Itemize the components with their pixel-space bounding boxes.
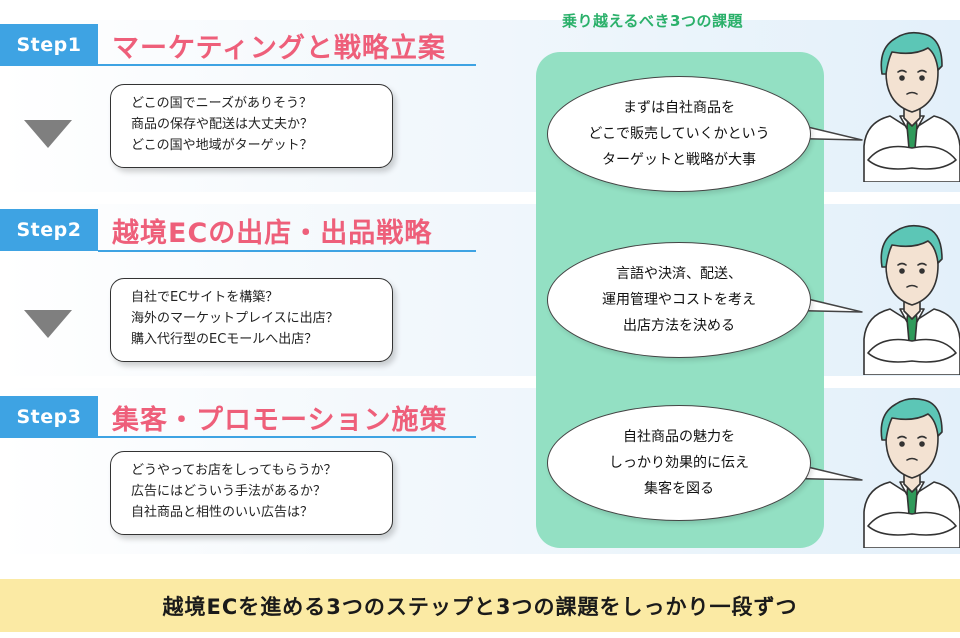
step1-question-2: 商品の保存や配送は大丈夫か？ (131, 117, 314, 132)
step3-question-3: 自社商品と相性のいい広告は？ (131, 505, 314, 520)
step2-question-2: 海外のマーケットプレイスに出店？ (131, 311, 339, 326)
challenges-title: 乗り越えるべき3つの課題 (562, 12, 743, 30)
step1-question-3: どこの国や地域がターゲット？ (131, 138, 313, 153)
challenge3-line-1: 自社商品の魅力を (623, 429, 735, 445)
step3-title: 集客・プロモーション施策 (112, 405, 448, 436)
challenge-bubble-3: 自社商品の魅力を しっかり効果的に伝え 集客を図る (547, 405, 811, 521)
step3-label: Step3 (0, 396, 98, 438)
challenge2-line-3: 出店方法を決める (623, 318, 735, 334)
businessman-icon (863, 397, 960, 548)
step1-questions-box: どこの国でニーズがありそう？ 商品の保存や配送は大丈夫か？ どこの国や地域がター… (110, 84, 393, 168)
step2-question-3: 購入代行型のECモールへ出店？ (131, 332, 318, 347)
businessman-icon (863, 31, 960, 182)
challenge2-line-1: 言語や決済、配送、 (616, 266, 742, 282)
step1-question-1: どこの国でニーズがありそう？ (131, 96, 312, 111)
step3-question-1: どうやってお店をしってもらうか？ (131, 463, 337, 478)
challenge-bubble-2: 言語や決済、配送、 運用管理やコストを考え 出店方法を決める (547, 242, 811, 358)
businessman-icon (863, 224, 960, 375)
step1-label: Step1 (0, 24, 98, 66)
footer-banner: 越境ECを進める3つのステップと3つの課題をしっかり一段ずつ (0, 579, 960, 632)
down-arrow-icon (24, 310, 72, 338)
challenge1-line-3: ターゲットと戦略が大事 (602, 152, 756, 168)
step3-underline (98, 436, 476, 438)
step2-label: Step2 (0, 209, 98, 251)
challenge-bubble-1: まずは自社商品を どこで販売していくかという ターゲットと戦略が大事 (547, 76, 811, 192)
step2-title: 越境ECの出店・出品戦略 (112, 218, 433, 249)
challenge1-line-1: まずは自社商品を (623, 100, 735, 116)
step2-underline (98, 250, 476, 252)
challenge3-line-3: 集客を図る (644, 481, 714, 497)
step3-question-2: 広告にはどういう手法があるか？ (131, 484, 327, 499)
challenge3-line-2: しっかり効果的に伝え (609, 455, 749, 471)
challenge1-line-2: どこで販売していくかという (588, 126, 770, 142)
step1-title: マーケティングと戦略立案 (112, 33, 446, 64)
step2-questions-box: 自社でECサイトを構築？ 海外のマーケットプレイスに出店？ 購入代行型のECモー… (110, 278, 393, 362)
step3-questions-box: どうやってお店をしってもらうか？ 広告にはどういう手法があるか？ 自社商品と相性… (110, 451, 393, 535)
step2-question-1: 自社でECサイトを構築？ (131, 290, 279, 305)
down-arrow-icon (24, 120, 72, 148)
step1-underline (98, 64, 476, 66)
challenge2-line-2: 運用管理やコストを考え (602, 292, 756, 308)
